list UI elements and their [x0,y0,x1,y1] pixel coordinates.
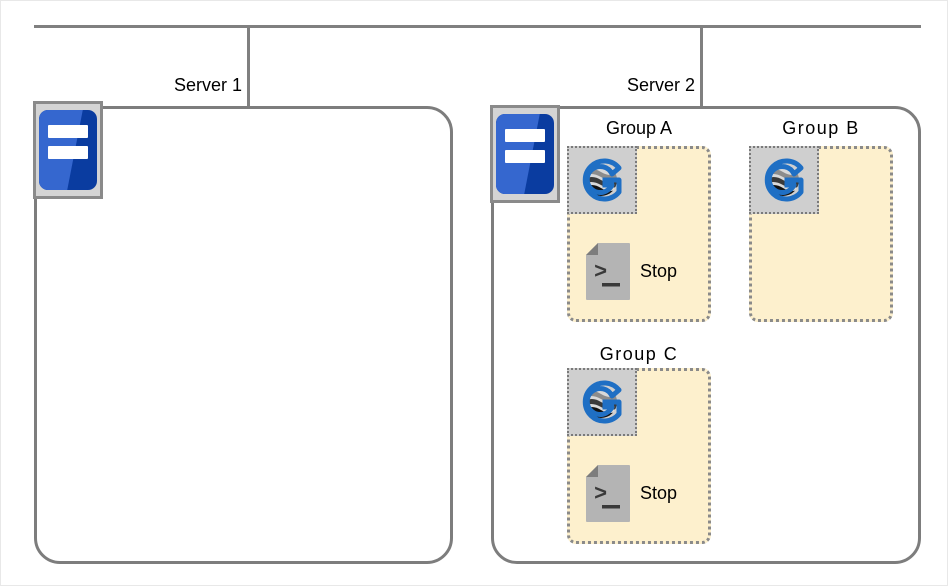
geoserver-logo-icon[interactable] [567,368,637,436]
script-label: Stop [640,483,678,503]
server-chassis-bar-bottom [505,150,545,163]
script-item[interactable]: > Stop [585,464,677,523]
server-1-panel[interactable] [34,106,453,564]
connector-line-server-1 [247,27,250,107]
geoserver-logo-icon[interactable] [567,146,637,214]
group-b-box[interactable] [749,146,893,322]
server-chassis [496,114,554,194]
group-c-box[interactable]: > Stop [567,368,711,544]
bus-horizontal-line [34,25,921,28]
script-label: Stop [640,261,678,281]
svg-text:>: > [594,260,607,285]
connector-line-server-2 [700,27,703,107]
group-c-label: Group C [599,344,679,364]
geoserver-logo-icon[interactable] [749,146,819,214]
server-chassis-bar-top [48,125,88,138]
server-1-icon[interactable] [33,101,103,199]
server-chassis [39,110,97,190]
svg-text:>: > [594,482,607,507]
group-b-label: Group B [782,118,860,138]
group-a-label: Group A [605,118,673,138]
script-file-icon: > [585,242,631,301]
server-chassis-bar-bottom [48,146,88,159]
group-a-box[interactable]: > Stop [567,146,711,322]
server-2-label: Server 2 [626,75,695,95]
server-1-label: Server 1 [173,75,242,95]
server-chassis-bar-top [505,129,545,142]
script-file-icon: > [585,464,631,523]
server-2-icon[interactable] [490,105,560,203]
script-item[interactable]: > Stop [585,242,677,301]
